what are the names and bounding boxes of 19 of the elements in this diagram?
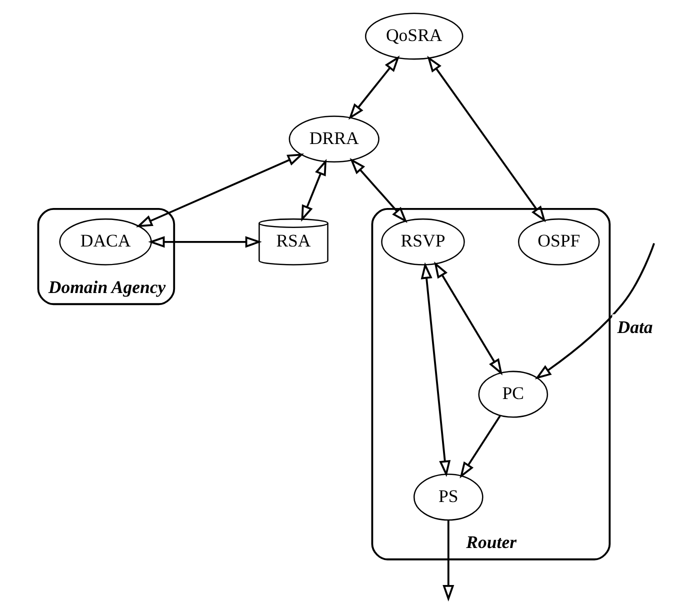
node-ellipse: DACA (58, 218, 152, 266)
arrow (434, 262, 502, 376)
arrow (459, 415, 500, 478)
node-ellipse: PS (412, 474, 483, 521)
arrow (135, 154, 304, 228)
node-ellipse: DRRA (288, 116, 379, 163)
edge-label: Data (616, 316, 652, 337)
arrow (349, 158, 407, 224)
node-ellipse: QoSRA (364, 12, 463, 60)
arrow (442, 520, 454, 602)
arrow (420, 262, 450, 477)
node-ellipse: OSPF (517, 218, 600, 266)
node-ellipse: RSVP (380, 218, 464, 266)
arrow (148, 236, 262, 248)
arrow (300, 158, 326, 222)
arrow (534, 242, 654, 380)
arrow (348, 56, 400, 120)
arrow (426, 56, 546, 222)
node-ellipse: PC (478, 370, 548, 418)
